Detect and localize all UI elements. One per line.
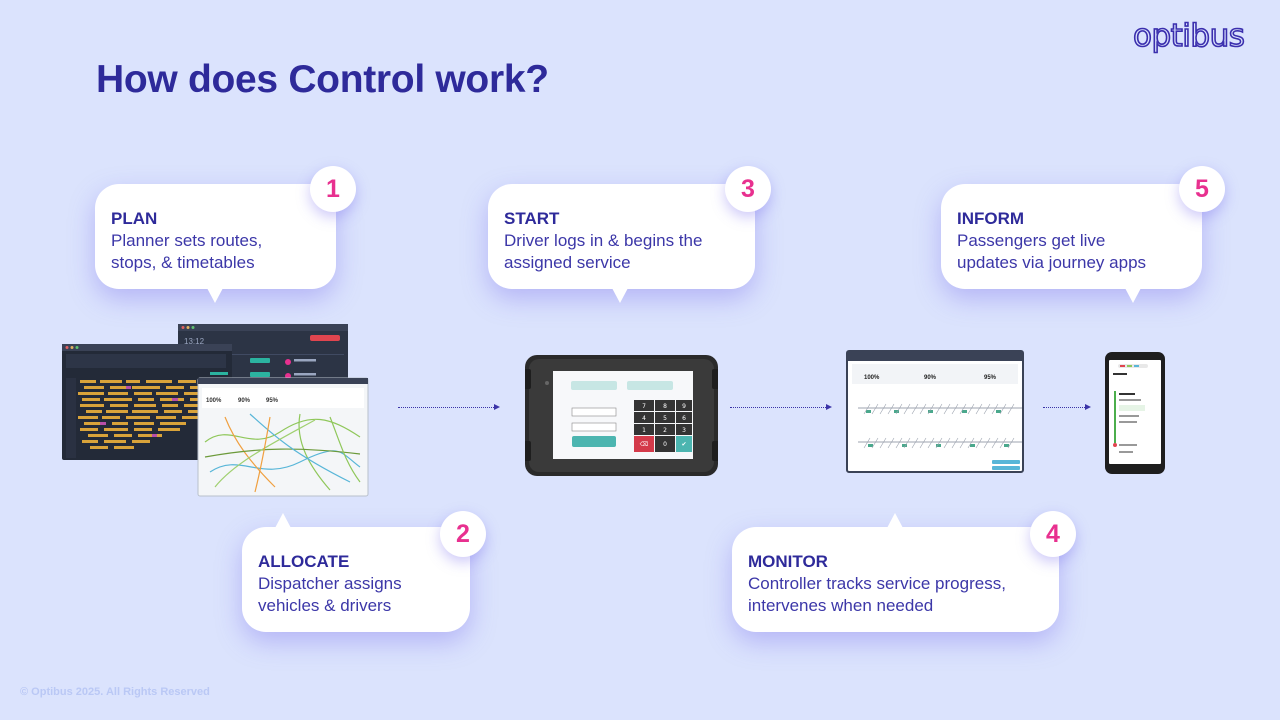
stat-value: 90% xyxy=(924,375,937,381)
step-heading: PLAN xyxy=(111,209,158,228)
stat-value: 100% xyxy=(864,375,880,381)
driver-tablet-illustration: 7 8 9 4 5 6 1 2 3 ⌫ 0 ✔ xyxy=(525,355,718,476)
copyright-text: Optibus 2025. All Rights Reserved xyxy=(31,686,210,698)
step-description-line: stops, & timetables xyxy=(111,253,255,272)
step-description-line: vehicles & drivers xyxy=(258,596,392,615)
keypad-backspace-key: ⌫ xyxy=(639,441,648,448)
keypad-key: 6 xyxy=(682,415,686,422)
keypad-key: 7 xyxy=(642,403,646,410)
map-stat-2: 90% xyxy=(238,398,251,404)
map-stat-3: 95% xyxy=(266,398,279,404)
step-number-badge-2: 2 xyxy=(440,511,486,557)
step-card-inform: INFORM Passengers get live updates via j… xyxy=(941,184,1202,303)
keypad-key: 8 xyxy=(663,403,667,410)
callout-pointer xyxy=(1125,288,1141,303)
optibus-logo: optibus xyxy=(1132,17,1245,55)
step-heading: INFORM xyxy=(957,209,1025,228)
step-description-line: assigned service xyxy=(504,253,631,272)
step-heading: MONITOR xyxy=(748,552,828,571)
step-description-line: intervenes when needed xyxy=(748,596,934,615)
step-number-badge-3: 3 xyxy=(725,166,771,212)
step-description-line: Planner sets routes, xyxy=(111,231,263,250)
step-card-monitor: MONITOR Controller tracks service progre… xyxy=(732,513,1059,632)
keypad-confirm-key: ✔ xyxy=(681,441,686,448)
keypad-key: 9 xyxy=(682,403,686,410)
callout-pointer xyxy=(887,513,903,528)
step-number-badge-5: 5 xyxy=(1179,166,1225,212)
schedule-window xyxy=(62,344,232,460)
flow-arrow xyxy=(398,403,500,410)
callout-pointer xyxy=(275,513,291,528)
copyright-icon: © xyxy=(20,686,29,698)
step-heading: START xyxy=(504,209,560,228)
monitoring-dashboard-illustration: 100% 90% 95% xyxy=(846,350,1024,473)
step-number-badge-1: 1 xyxy=(310,166,356,212)
map-window: 100% 90% 95% xyxy=(197,377,369,497)
step-description-line: Dispatcher assigns xyxy=(258,574,402,593)
flow-arrow xyxy=(730,403,832,410)
planning-software-illustration: 13:12 xyxy=(62,324,369,497)
copyright-footer: © Optibus 2025. All Rights Reserved xyxy=(20,686,210,698)
step-description-line: Controller tracks service progress, xyxy=(748,574,1006,593)
passenger-phone-illustration xyxy=(1105,352,1165,474)
step-description-line: Passengers get live xyxy=(957,231,1106,250)
step-card-start: START Driver logs in & begins the assign… xyxy=(488,184,755,303)
step-description-line: Driver logs in & begins the xyxy=(504,231,703,250)
keypad-key: 5 xyxy=(663,415,667,422)
callout-pointer xyxy=(612,288,628,303)
keypad-key: 1 xyxy=(642,427,646,434)
flow-arrow xyxy=(1043,403,1091,410)
keypad-key: 4 xyxy=(642,415,646,422)
planner-clock: 13:12 xyxy=(184,337,205,346)
keypad-key: 2 xyxy=(663,427,667,434)
keypad-key: 3 xyxy=(682,427,686,434)
step-heading: ALLOCATE xyxy=(258,552,350,571)
step-description-line: updates via journey apps xyxy=(957,253,1147,272)
step-card-plan: PLAN Planner sets routes, stops, & timet… xyxy=(95,184,336,303)
step-number-badge-4: 4 xyxy=(1030,511,1076,557)
step-card-allocate: ALLOCATE Dispatcher assigns vehicles & d… xyxy=(242,513,470,632)
keypad-key: 0 xyxy=(663,441,667,448)
page-title: How does Control work? xyxy=(96,58,549,101)
stat-value: 95% xyxy=(984,375,997,381)
map-stat-1: 100% xyxy=(206,398,222,404)
callout-pointer xyxy=(207,288,223,303)
